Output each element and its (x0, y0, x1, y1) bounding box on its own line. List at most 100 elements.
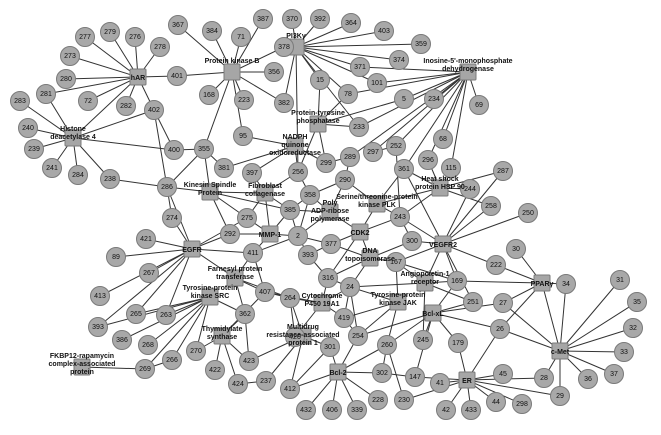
node-label: 266 (166, 357, 178, 364)
node-label: 401 (171, 73, 183, 80)
node-label: 299 (320, 160, 332, 167)
edge-PKB-n387 (231, 18, 264, 73)
node-n407: 407 (255, 282, 275, 302)
node-label: 268 (142, 342, 154, 349)
node-label: 370 (286, 16, 298, 23)
node-n95: 95 (233, 126, 253, 146)
edge-hAR-n280 (65, 76, 139, 80)
node-n267: 267 (139, 263, 159, 283)
nodes: 2772792762782732807228128328240224023924… (10, 9, 647, 420)
node-n358: 358 (300, 185, 320, 205)
node-n239: 239 (24, 139, 44, 159)
edge-IMPDH-n101 (376, 71, 469, 84)
node-n230: 230 (394, 390, 414, 410)
node-n284: 284 (68, 165, 88, 185)
node-n364: 364 (341, 13, 361, 33)
node-label: 237 (260, 378, 272, 385)
node-label: 37 (610, 371, 618, 378)
hub-label-VEGFR2: VEGFR2 (429, 242, 457, 249)
node-n269: 269 (135, 359, 155, 379)
node-FKBP (73, 358, 91, 376)
node-n381: 381 (214, 158, 234, 178)
node-n423: 423 (239, 351, 259, 371)
edge-PTP-n5 (317, 98, 405, 125)
edge-PKB-n382 (231, 71, 285, 104)
edge-cMet-n33 (559, 350, 625, 353)
node-n72: 72 (78, 91, 98, 111)
hub-label-ER: ER (462, 378, 472, 385)
node-label: 367 (172, 22, 184, 29)
hub-label-PPARy: PPARγ (531, 281, 554, 288)
edge-TKSRC-n269 (144, 296, 211, 370)
edge-VEGFR2-n250 (442, 212, 529, 245)
node-n245: 245 (413, 330, 433, 350)
node-n33: 33 (614, 342, 634, 362)
hub-label-MMP1: MMP-1 (259, 232, 282, 239)
edge-EGFR-n265 (135, 248, 193, 315)
node-n254: 254 (348, 326, 368, 346)
node-n298: 298 (512, 394, 532, 414)
node-n385: 385 (280, 200, 300, 220)
node-n377: 377 (321, 234, 341, 254)
edge-hAR-n277 (84, 36, 139, 78)
node-IMPDH (459, 63, 477, 81)
node-n386: 386 (112, 330, 132, 350)
edge-IMPDH-n296 (427, 71, 469, 161)
node-n378: 378 (274, 37, 294, 57)
node-n89: 89 (106, 247, 126, 267)
node-n68: 68 (433, 129, 453, 149)
node-TOPO (361, 249, 379, 267)
node-label: 393 (302, 252, 314, 259)
node-label: 273 (64, 53, 76, 60)
edge-NQO-n381 (223, 145, 296, 169)
edge-PPARy-cMet (541, 282, 561, 352)
node-label: 361 (398, 166, 410, 173)
node-n361: 361 (394, 159, 414, 179)
node-n356: 356 (264, 62, 284, 82)
node-label: 265 (130, 311, 142, 318)
node-n31: 31 (610, 270, 630, 290)
node-label: 169 (451, 278, 463, 285)
edge-IMPDH-n78 (347, 71, 469, 95)
node-EGFR (183, 240, 201, 258)
node-n30: 30 (506, 239, 526, 259)
edge-IMPDH-n252 (395, 71, 469, 147)
hub-label-cMet: c-Met (551, 349, 570, 356)
hub-label-EGFR: EGFR (182, 247, 201, 254)
node-n2: 2 (288, 226, 308, 246)
node-label: 29 (556, 393, 564, 400)
node-CDK2 (351, 223, 369, 241)
node-HDAC4 (64, 129, 82, 147)
node-label: 228 (372, 397, 384, 404)
node-label: 250 (522, 210, 534, 217)
node-label: 286 (161, 184, 173, 191)
node-FTase (226, 269, 244, 287)
node-n432: 432 (296, 400, 316, 420)
node-n29: 29 (550, 386, 570, 406)
node-label: 424 (232, 381, 244, 388)
node-n35: 35 (627, 292, 647, 312)
node-label: 302 (376, 370, 388, 377)
edge-cMet-n32 (559, 327, 634, 352)
node-label: 260 (381, 342, 393, 349)
node-label: 168 (203, 92, 215, 99)
node-n234: 234 (424, 89, 444, 109)
node-n397: 397 (242, 163, 262, 183)
node-n289: 289 (340, 147, 360, 167)
node-n169: 169 (447, 271, 467, 291)
node-label: 278 (154, 44, 166, 51)
node-n424: 424 (228, 374, 248, 394)
edge-hAR-HDAC4 (72, 76, 139, 139)
node-label: 26 (496, 326, 504, 333)
edge-VEGFR2-n244 (442, 188, 471, 245)
node-n222: 222 (486, 255, 506, 275)
node-n421: 421 (136, 229, 156, 249)
node-n37: 37 (604, 364, 624, 384)
node-label: 402 (148, 107, 160, 114)
node-label: 419 (338, 315, 350, 322)
node-label: 15 (316, 77, 324, 84)
